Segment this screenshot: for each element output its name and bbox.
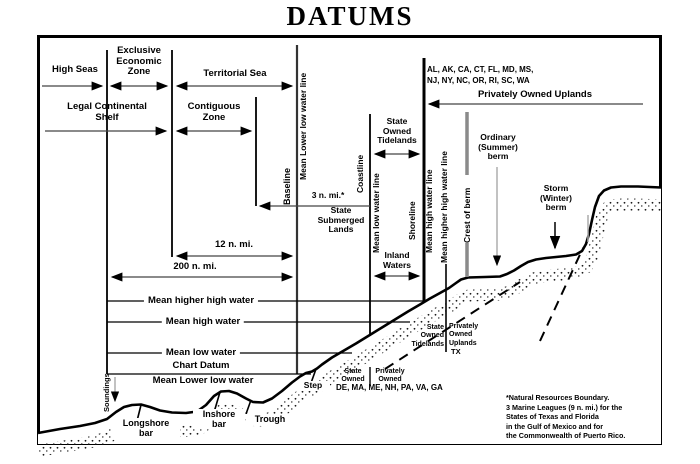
boundary-dashed-line-lower xyxy=(384,281,521,370)
ordinary-summer-berm-label: Ordinary (Summer) berm xyxy=(478,132,518,162)
contiguous-zone-label: Contiguous Zone xyxy=(187,101,241,123)
twelve-nmi-label: 12 n. mi. xyxy=(214,239,253,250)
soundings-label: Soundings xyxy=(102,373,111,412)
state-owned-tidelands-label: State Owned Tidelands xyxy=(377,116,417,146)
two-hundred-nmi-label: 200 n. mi. xyxy=(173,261,217,272)
inland-waters-label: Inland Waters xyxy=(382,250,412,270)
feature-ticks xyxy=(136,368,317,422)
natural-resources-footnote: *Natural Resources Boundary. 3 Marine Le… xyxy=(506,393,626,440)
trough-label: Trough xyxy=(246,414,294,425)
mean-low-water-label: Mean low water xyxy=(161,347,241,358)
page-title: DATUMS xyxy=(286,1,414,31)
storm-winter-berm-label: Storm (Winter) berm xyxy=(539,183,573,213)
chart-datum-label: Chart Datum xyxy=(168,360,234,371)
mean-low-water-line-label: Mean low water line xyxy=(371,173,381,253)
mean-lower-low-water-line-label: Mean Lower low water line xyxy=(298,72,308,180)
dimension-arrows xyxy=(42,81,643,403)
state-owned-tidelands-slope-label: State Owned Tidelands xyxy=(411,324,444,348)
land-fill xyxy=(38,186,661,444)
baseline-label: Baseline xyxy=(282,167,292,205)
state-owned-label: State Owned xyxy=(341,368,365,384)
three-nmi-label: 3 n. mi.* xyxy=(311,190,345,200)
sea-floor-profile-line xyxy=(37,185,662,435)
privately-owned-uplands-slope-label: Privately Owned Uplands xyxy=(449,323,479,347)
mean-lower-low-water-label: Mean Lower low water xyxy=(148,375,258,386)
crest-of-berm-label: Crest of berm xyxy=(461,175,474,243)
mean-higher-high-water-line-label: Mean higher high water line xyxy=(439,151,449,263)
step-tick xyxy=(310,368,317,384)
vertical-datum-lines xyxy=(106,45,589,386)
coastal-states-list: AL, AK, CA, CT, FL, MD, MS, NJ, NY, NC, … xyxy=(427,65,534,85)
mean-high-water-label: Mean high water xyxy=(161,316,245,327)
longshore-bar-label: Longshore bar xyxy=(112,418,180,439)
legal-continental-shelf-label: Legal Continental Shelf xyxy=(67,101,147,123)
privately-owned-label: Privately Owned xyxy=(375,368,405,384)
mean-high-water-line-label: Mean high water line xyxy=(424,169,434,253)
high-seas-label: High Seas xyxy=(52,64,98,75)
state-submerged-lands-label: State Submerged Lands xyxy=(317,205,365,235)
step-label: Step xyxy=(296,380,330,391)
coastline-label: Coastline xyxy=(355,154,365,193)
mean-higher-high-water-label: Mean higher high water xyxy=(143,295,259,306)
boundary-dashed-line-upper xyxy=(539,247,584,342)
texas-label: TX xyxy=(451,347,461,356)
territorial-sea-label: Territorial Sea xyxy=(203,68,267,79)
low-water-states-list: DE, MA, ME, NH, PA, VA, GA xyxy=(336,383,443,392)
inshore-bar-tick xyxy=(214,391,221,410)
inshore-bar-label: Inshore bar xyxy=(193,409,245,430)
trough-tick xyxy=(245,399,252,415)
shoreline-label: Shoreline xyxy=(407,201,417,240)
privately-owned-uplands-label: Privately Owned Uplands xyxy=(477,89,593,100)
exclusive-economic-zone-label: Exclusive Economic Zone xyxy=(116,45,162,78)
